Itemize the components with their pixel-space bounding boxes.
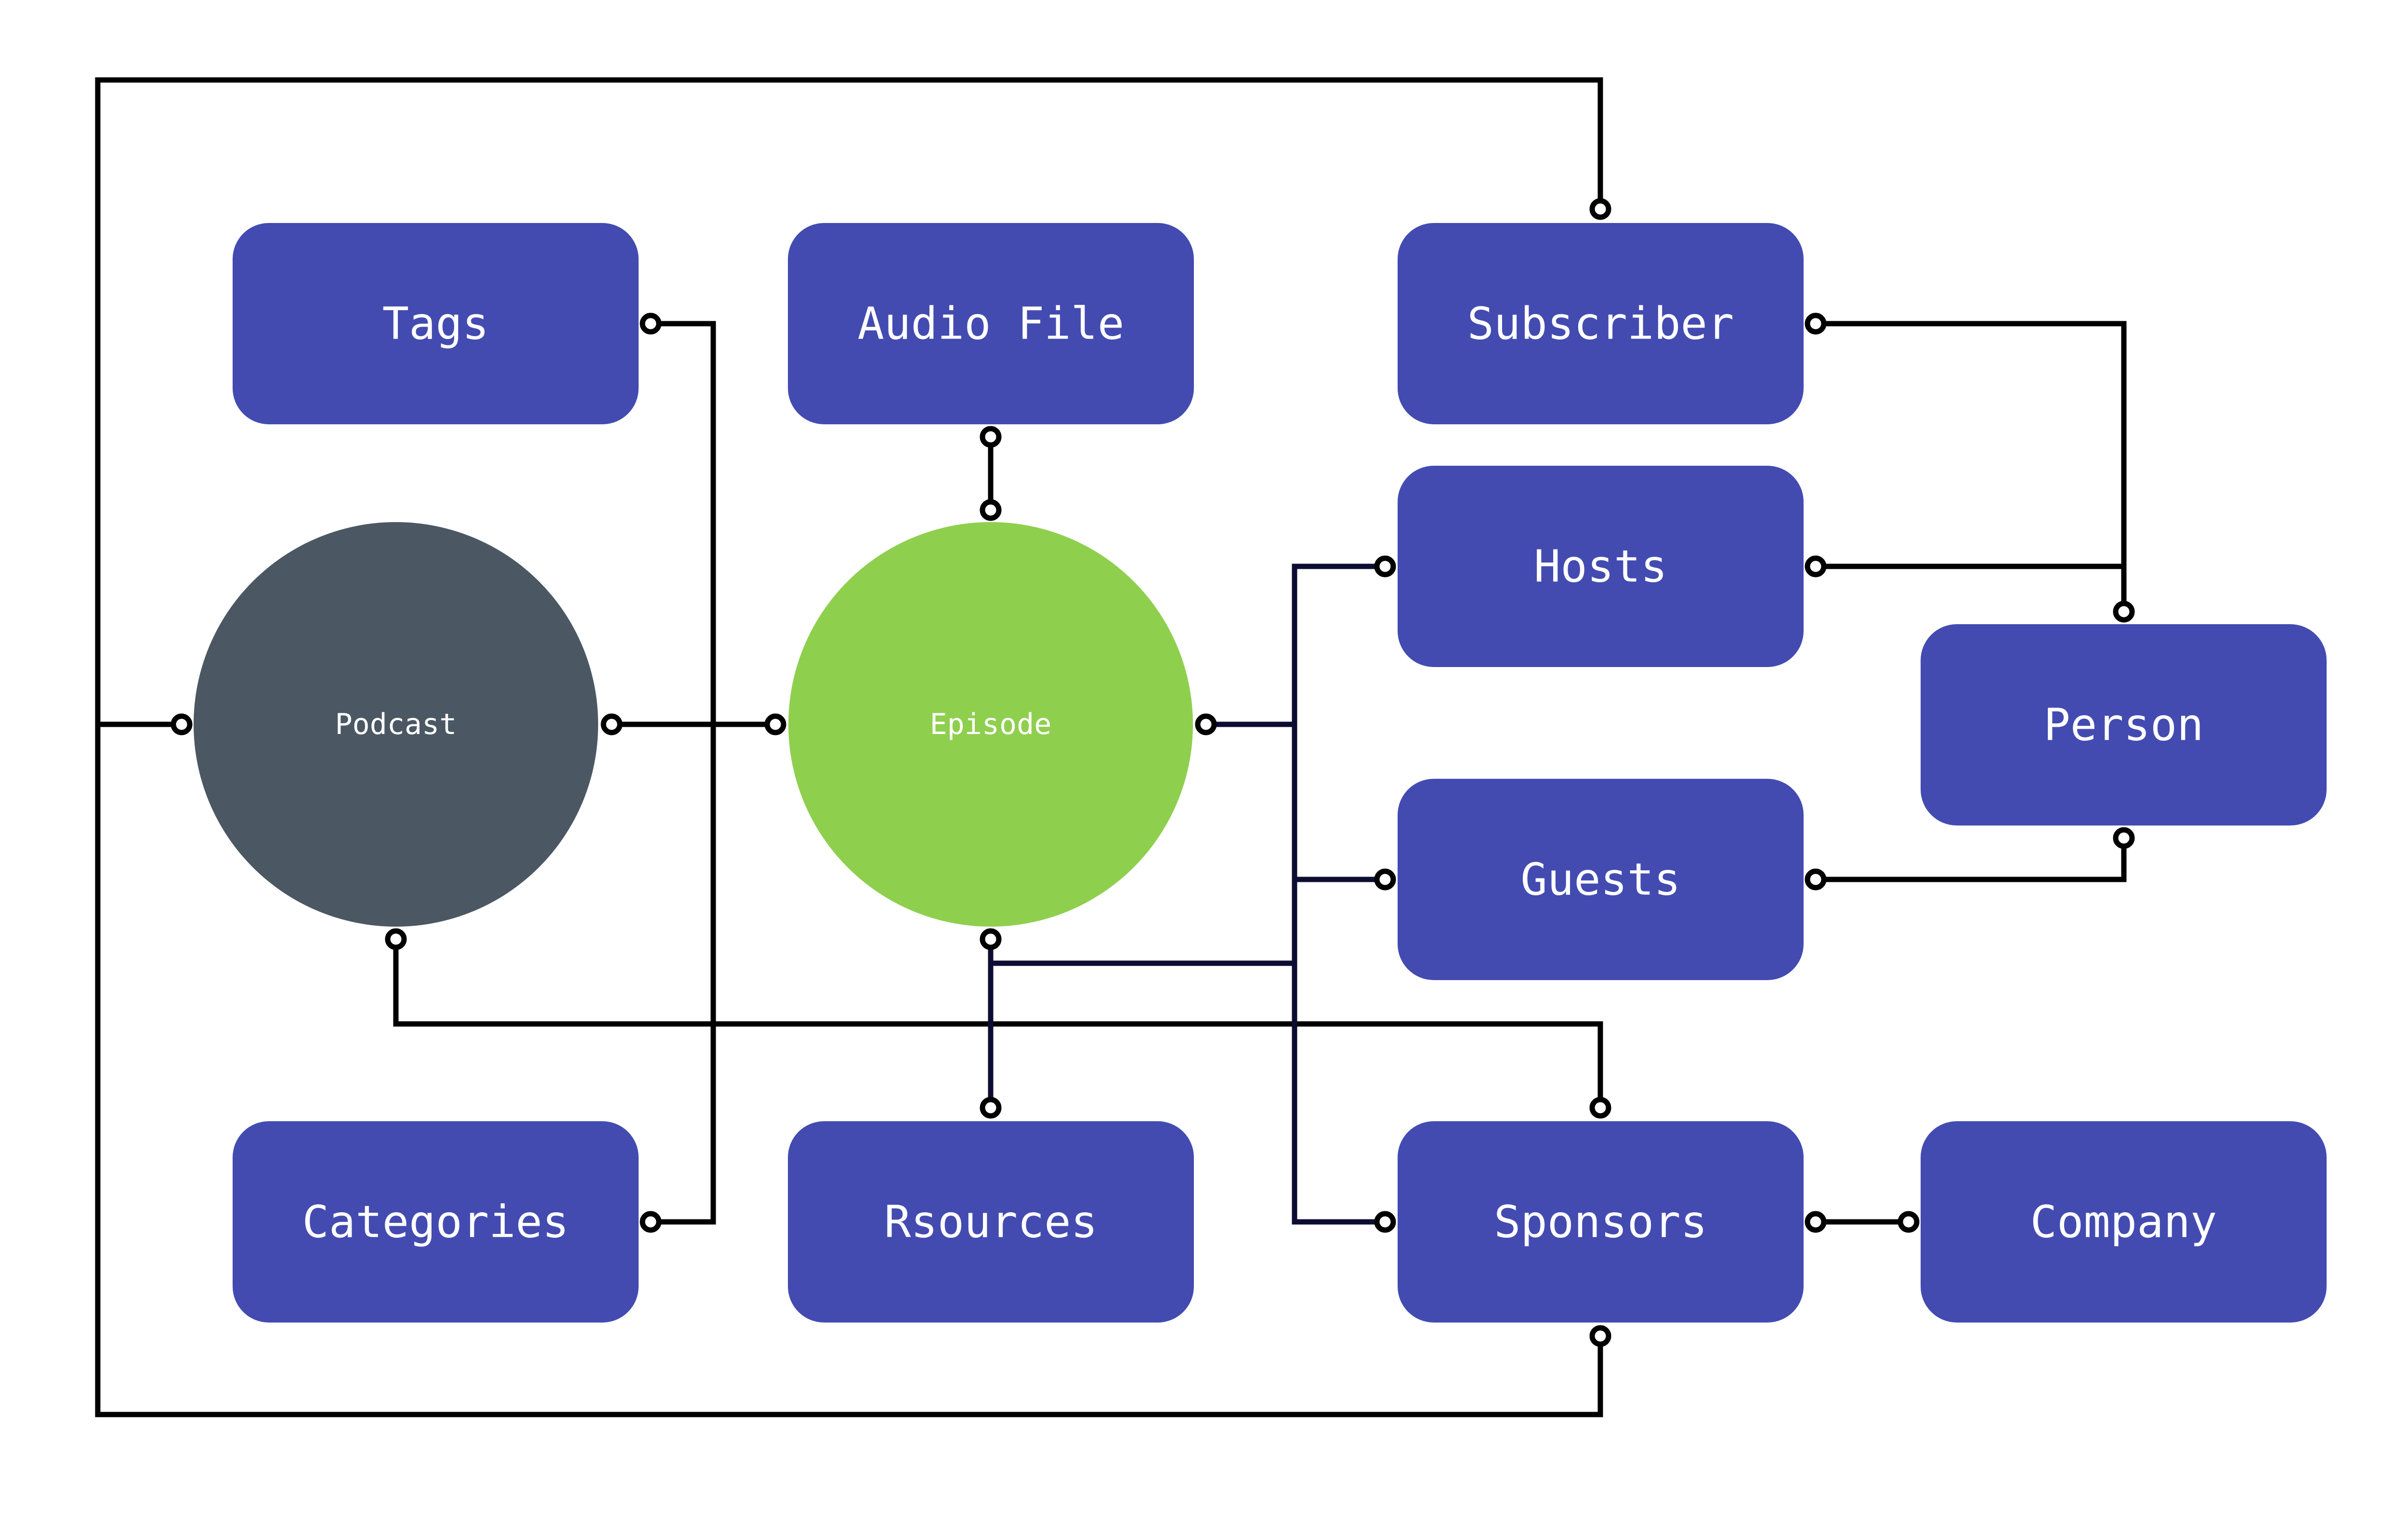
connector-episode-spine xyxy=(1292,563,1388,1225)
port-guests-left[interactable] xyxy=(1374,868,1396,891)
node-sponsors-label: Sponsors xyxy=(1494,1196,1707,1248)
port-hosts-right[interactable] xyxy=(1805,555,1827,577)
connector-guests-person xyxy=(1813,835,2127,882)
node-tags[interactable]: Tags xyxy=(233,223,639,424)
port-guests-right[interactable] xyxy=(1805,868,1827,891)
node-resources[interactable]: Rsources xyxy=(788,1121,1194,1323)
port-episode-left[interactable] xyxy=(764,713,786,735)
port-episode-right[interactable] xyxy=(1195,713,1217,735)
port-person-bottom[interactable] xyxy=(2113,827,2135,849)
node-tags-label: Tags xyxy=(382,298,489,350)
port-resources-top[interactable] xyxy=(980,1097,1002,1119)
port-company-left[interactable] xyxy=(1898,1211,1920,1233)
node-hosts[interactable]: Hosts xyxy=(1398,466,1804,667)
node-company-label: Company xyxy=(2030,1196,2217,1248)
port-podcast-right[interactable] xyxy=(601,713,623,735)
port-sponsors-left[interactable] xyxy=(1374,1211,1396,1233)
port-person-top[interactable] xyxy=(2113,601,2135,623)
connector-lines xyxy=(95,77,2127,1417)
node-person-label: Person xyxy=(2043,699,2203,751)
node-resources-label: Rsources xyxy=(884,1196,1098,1248)
connector-tags-spine xyxy=(648,321,716,1225)
port-subscriber-right[interactable] xyxy=(1805,313,1827,335)
node-episode-label: Episode xyxy=(930,708,1052,741)
connector-podcast-sponsors-outer xyxy=(95,721,1603,1417)
port-tags-right[interactable] xyxy=(640,313,662,335)
port-podcast-bottom[interactable] xyxy=(385,928,407,950)
node-hosts-label: Hosts xyxy=(1534,541,1667,592)
node-company[interactable]: Company xyxy=(1921,1121,2327,1323)
connector-podcast-sponsors xyxy=(393,936,1603,1111)
node-sponsors[interactable]: Sponsors xyxy=(1398,1121,1804,1323)
node-guests-label: Guests xyxy=(1520,854,1680,905)
node-categories[interactable]: Categories xyxy=(233,1121,639,1323)
connector-podcast-subscriber xyxy=(95,77,1603,727)
port-podcast-left[interactable] xyxy=(170,713,193,735)
port-subscriber-top[interactable] xyxy=(1589,198,1611,220)
node-categories-label: Categories xyxy=(302,1196,569,1248)
port-categories-right[interactable] xyxy=(640,1211,662,1233)
node-subscriber[interactable]: Subscriber xyxy=(1398,223,1804,424)
port-sponsors-bottom[interactable] xyxy=(1589,1325,1611,1347)
node-episode[interactable]: Episode xyxy=(788,522,1193,927)
node-person[interactable]: Person xyxy=(1921,624,2327,825)
connector-subscriber-person xyxy=(1813,321,2127,615)
port-audio-file-bottom[interactable] xyxy=(980,426,1002,448)
node-subscriber-label: Subscriber xyxy=(1467,298,1734,350)
node-audio-file-label: Audio File xyxy=(858,298,1125,350)
port-sponsors-right[interactable] xyxy=(1805,1211,1827,1233)
entity-nodes: Tags Audio File Subscriber Hosts Person … xyxy=(194,223,2327,1323)
node-podcast-label: Podcast xyxy=(335,708,457,741)
connector-ports xyxy=(170,198,2135,1347)
port-episode-top[interactable] xyxy=(980,499,1002,521)
node-guests[interactable]: Guests xyxy=(1398,779,1804,980)
port-hosts-left[interactable] xyxy=(1374,555,1396,577)
port-sponsors-top[interactable] xyxy=(1589,1097,1611,1119)
node-audio-file[interactable]: Audio File xyxy=(788,223,1194,424)
node-podcast[interactable]: Podcast xyxy=(194,522,598,927)
port-episode-bottom[interactable] xyxy=(980,928,1002,950)
